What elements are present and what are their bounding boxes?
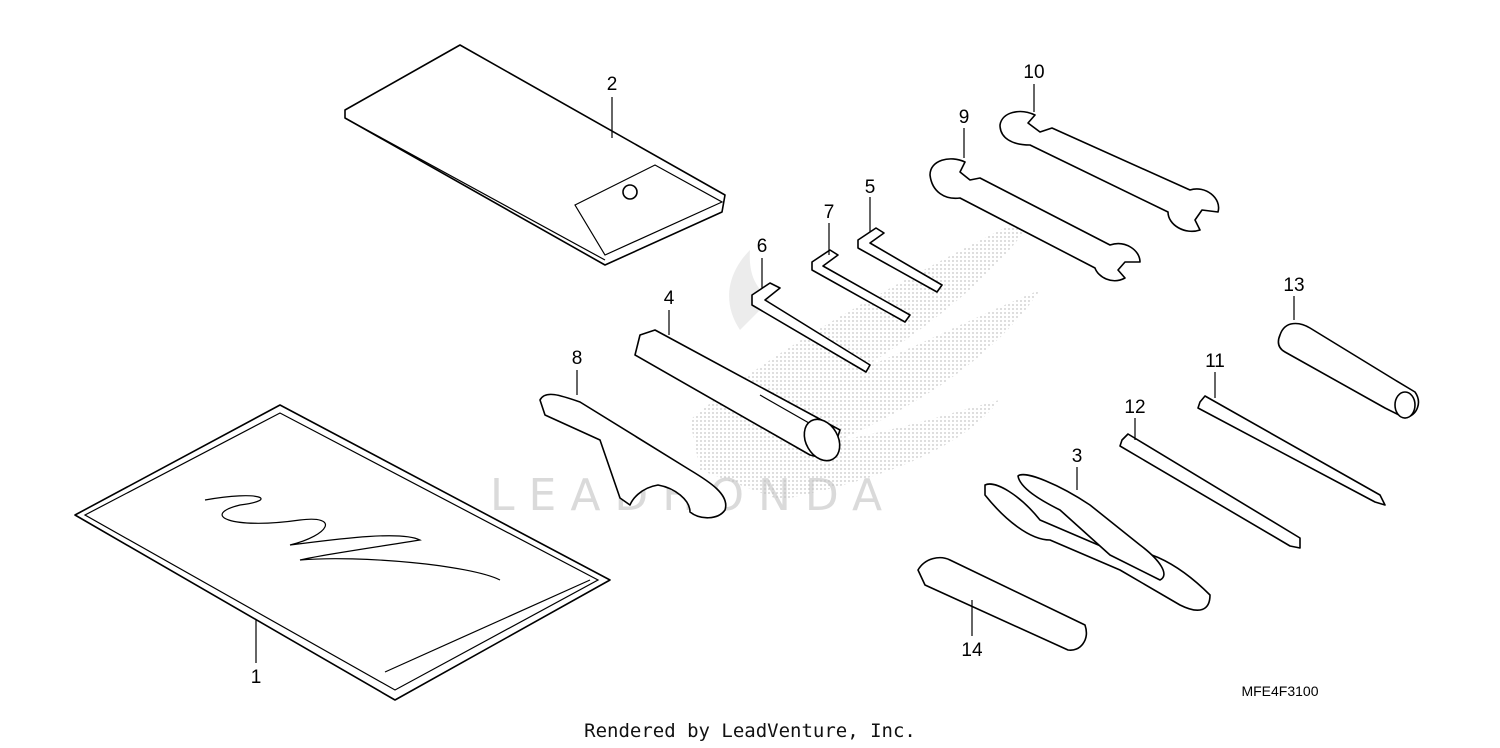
hex-key-6	[751, 282, 871, 373]
watermark-logo	[690, 210, 1040, 500]
callout-9: 9	[959, 107, 970, 128]
screwdriver-handle	[1277, 322, 1420, 419]
document-bag	[74, 404, 611, 701]
callout-5: 5	[865, 177, 876, 198]
callout-12: 12	[1124, 397, 1145, 418]
leader-lines	[255, 84, 1295, 663]
hex-key-5	[857, 227, 943, 293]
callout-10: 10	[1023, 62, 1044, 83]
callout-11: 11	[1205, 351, 1225, 372]
open-wrench-10	[999, 110, 1220, 232]
callout-4: 4	[664, 288, 675, 309]
tool-bag	[344, 44, 726, 266]
callout-7: 7	[824, 202, 835, 223]
callout-2: 2	[607, 74, 618, 95]
callout-8: 8	[572, 348, 583, 369]
callout-3: 3	[1072, 446, 1083, 467]
screwdriver-bit-12	[1119, 433, 1301, 549]
plug-wrench	[634, 329, 841, 462]
grip-sleeve	[917, 556, 1087, 651]
callout-13: 13	[1283, 275, 1304, 296]
callout-1: 1	[251, 667, 262, 688]
pliers	[984, 473, 1211, 611]
footer-credit: Rendered by LeadVenture, Inc.	[584, 720, 916, 742]
pin-spanner	[539, 393, 727, 519]
callout-6: 6	[757, 236, 768, 257]
callout-14: 14	[961, 640, 983, 661]
hex-key-7	[811, 249, 911, 323]
diagram-code: MFE4F3100	[1241, 683, 1318, 699]
screwdriver-bit-11	[1197, 395, 1386, 506]
open-wrench-9	[929, 158, 1141, 282]
